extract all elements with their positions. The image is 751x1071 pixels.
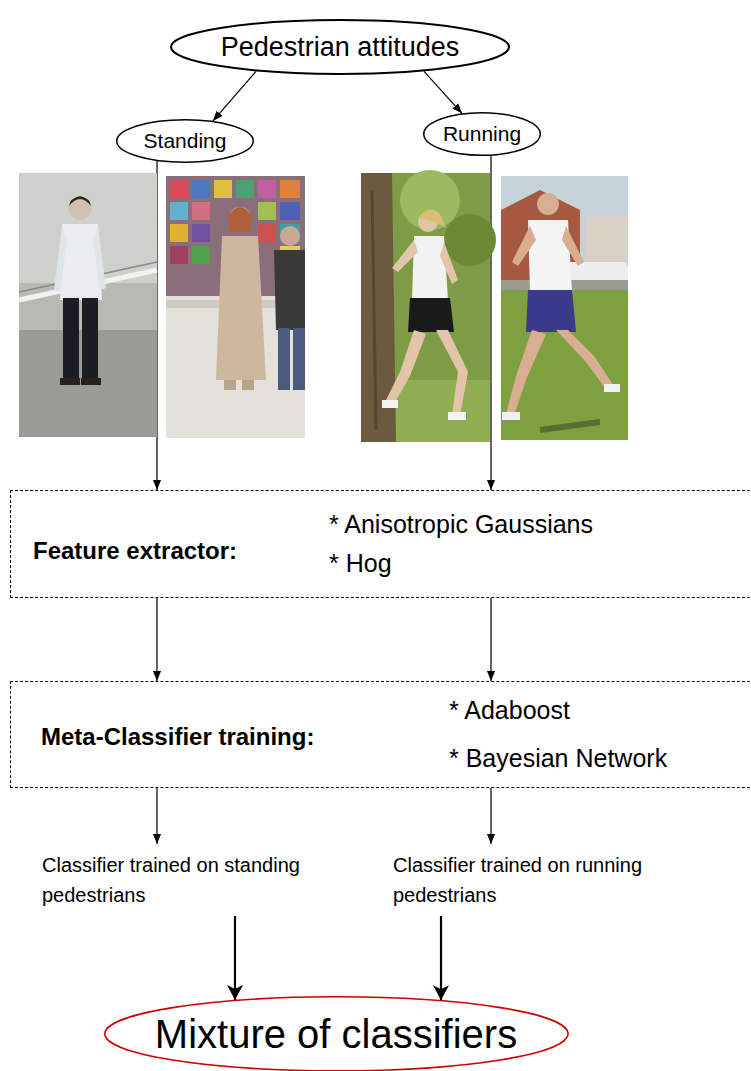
illustration-shape xyxy=(280,226,300,246)
illustration-shape xyxy=(192,224,210,242)
node-label: Classifier trained on standing pedestria… xyxy=(42,850,300,910)
illustration-shape xyxy=(93,226,106,290)
illustration-shape xyxy=(170,246,188,264)
illustration-shape xyxy=(214,180,232,198)
ellipse-shape xyxy=(104,997,567,1071)
illustration-shape xyxy=(236,180,254,198)
illustration-shape xyxy=(54,226,67,292)
illustration-shape xyxy=(418,210,446,228)
bullet-item: * Adaboost xyxy=(449,695,570,725)
arrow-connector xyxy=(424,71,462,113)
arrow-connector xyxy=(156,598,157,681)
output-label: Classifier trained on running pedestrian… xyxy=(393,850,645,910)
illustration-shape xyxy=(258,180,276,198)
arrow-connector xyxy=(156,788,157,844)
illustration-shape xyxy=(192,180,210,198)
node-label: Classifier trained on running pedestrian… xyxy=(393,850,645,910)
arrow-connector xyxy=(490,788,491,844)
category-ellipse: Standing xyxy=(116,119,254,163)
illustration-shape xyxy=(274,250,305,330)
node-label: Mixture of classifiers xyxy=(155,1010,517,1058)
illustration-shape xyxy=(63,298,79,380)
illustration-shape xyxy=(258,224,276,242)
illustration-shape xyxy=(408,298,454,332)
illustration-shape xyxy=(382,400,398,408)
illustration-shape xyxy=(166,176,305,438)
illustration-shape xyxy=(82,298,98,380)
illustration-shape xyxy=(228,207,252,232)
illustration-shape xyxy=(440,242,458,284)
illustration-shape xyxy=(540,422,600,430)
ellipse-shape xyxy=(171,20,509,74)
arrow-connector xyxy=(490,598,491,681)
bullet-item: * Anisotropic Gaussians xyxy=(329,509,593,539)
result-ellipse: Mixture of classifiers xyxy=(104,996,569,1071)
illustration-shape xyxy=(216,236,266,380)
illustration-shape xyxy=(60,378,80,385)
illustration-shape xyxy=(278,328,290,390)
stage-box: Feature extractor: * Anisotropic Gaussian… xyxy=(10,490,751,598)
running-photo xyxy=(501,176,628,440)
node-label: Running xyxy=(443,121,521,146)
stage-heading: Meta-Classifier training: xyxy=(41,723,314,752)
illustration-shape xyxy=(81,378,101,385)
illustration-shape xyxy=(280,202,300,220)
output-label: Classifier trained on standing pedestria… xyxy=(42,850,300,910)
illustration-shape xyxy=(512,226,536,266)
illustration-shape xyxy=(501,176,628,440)
illustration-shape xyxy=(280,180,300,198)
illustration-shape xyxy=(436,330,468,416)
illustration-shape xyxy=(224,380,236,390)
bullet-item: * Bayesian Network xyxy=(449,743,667,773)
illustration-shape xyxy=(170,180,188,198)
illustration-shape xyxy=(448,412,466,420)
stage-heading: Feature extractor: xyxy=(33,537,237,566)
illustration-shape xyxy=(604,384,620,392)
illustration-shape xyxy=(562,226,584,266)
arrow-connector xyxy=(213,71,256,121)
illustration-shape xyxy=(170,224,188,242)
illustration-shape xyxy=(537,193,559,215)
arrow-connector xyxy=(234,916,236,1000)
standing-photo xyxy=(166,176,305,438)
illustration-shape xyxy=(192,202,210,220)
node-label: Pedestrian attitudes xyxy=(221,31,460,63)
arrow-connector xyxy=(440,916,442,1000)
illustration-shape xyxy=(506,330,546,416)
root-ellipse: Pedestrian attitudes xyxy=(170,19,510,75)
category-ellipse: Running xyxy=(423,112,541,156)
bullet-item: * Hog xyxy=(329,548,392,578)
standing-photo xyxy=(19,173,157,437)
illustration-shape xyxy=(192,246,210,264)
illustration-shape xyxy=(293,328,305,390)
illustration-shape xyxy=(526,290,576,332)
running-photo xyxy=(361,170,496,442)
illustration-shape xyxy=(361,173,490,442)
illustration-shape xyxy=(386,330,426,404)
illustration-shape xyxy=(412,236,448,300)
illustration-shape xyxy=(372,190,376,430)
ellipse-shape xyxy=(424,113,541,156)
ellipse-shape xyxy=(117,120,254,163)
illustration-shape xyxy=(556,330,614,392)
illustration-shape xyxy=(170,202,188,220)
illustration-shape xyxy=(242,380,254,390)
illustration-shape xyxy=(502,412,520,420)
arrow-connector xyxy=(490,156,491,490)
illustration-shape xyxy=(444,214,496,266)
illustration-shape xyxy=(19,173,157,437)
illustration-shape xyxy=(392,240,418,272)
illustration-shape xyxy=(69,196,91,206)
illustration-shape xyxy=(258,202,276,220)
node-label: Standing xyxy=(144,128,227,153)
stage-box: Meta-Classifier training: * Adaboost * Bay… xyxy=(10,681,751,788)
